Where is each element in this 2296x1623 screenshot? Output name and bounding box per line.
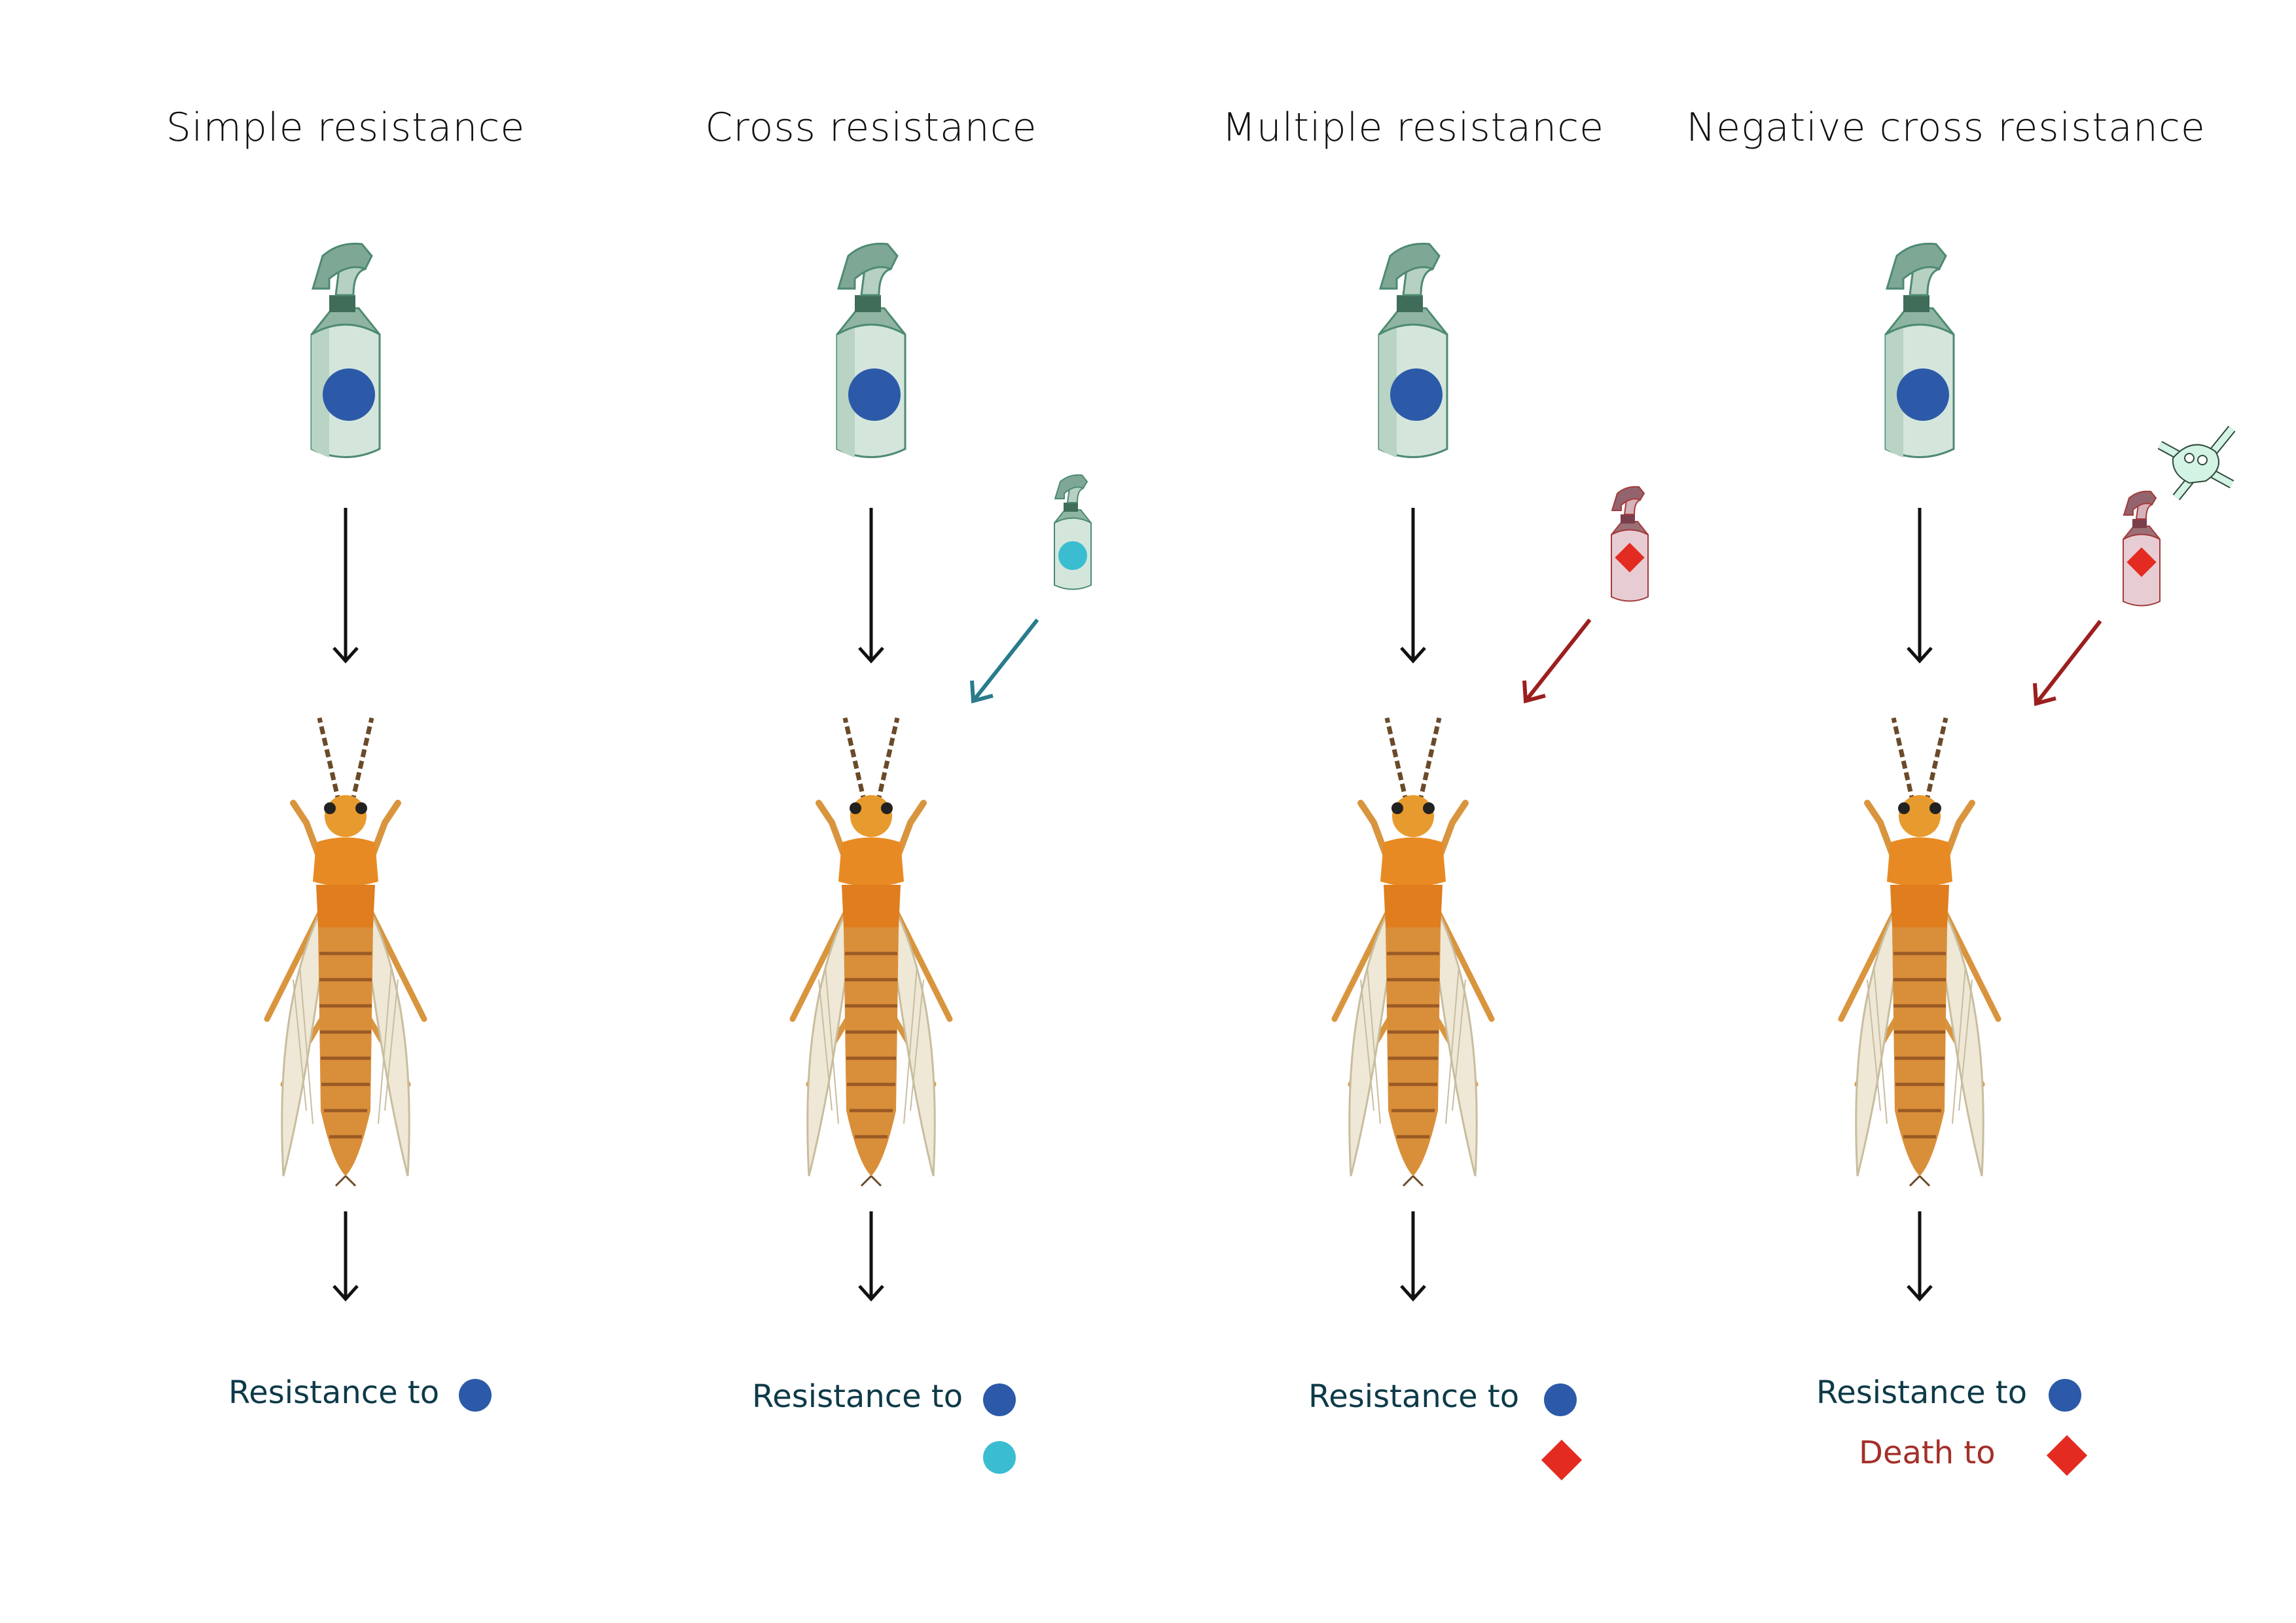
arrow-down-icon (1400, 508, 1426, 664)
insecticide-a-dot (983, 1383, 1016, 1416)
death-label: Death to (1859, 1435, 1996, 1471)
insecticide-c-diamond (1541, 1439, 1583, 1481)
result-label: Resistance to (1308, 1378, 1520, 1415)
result-label: Resistance to (228, 1374, 440, 1411)
result-label: Resistance to (1816, 1374, 2028, 1411)
spray-bottle-small-icon (1054, 474, 1092, 590)
insecticide-a-dot (848, 368, 901, 421)
insecticide-a-dot (459, 1379, 492, 1412)
insecticide-a-dot (1390, 368, 1443, 421)
arrow-down-icon (1907, 1211, 1933, 1302)
insecticide-a-dot (1897, 368, 1949, 421)
insecticide-a-dot (2049, 1379, 2081, 1412)
spray-bottle-icon (836, 242, 906, 459)
skull-crossbones-icon (2157, 425, 2236, 501)
arrow-down-icon (1907, 508, 1933, 664)
spray-bottle-icon (1884, 242, 1955, 459)
column-title-cross: Cross resistance (705, 105, 1037, 151)
insecticide-a-dot (1544, 1383, 1577, 1416)
insecticide-a-dot (323, 368, 375, 421)
column-title-negative-cross: Negative cross resistance (1686, 105, 2206, 151)
thrips-insect-icon (1335, 718, 1492, 1186)
thrips-insect-icon (267, 718, 424, 1186)
spray-bottle-small-icon (2123, 490, 2161, 607)
arrow-down-icon (332, 1211, 359, 1302)
insecticide-c-diamond (2046, 1435, 2088, 1476)
thrips-insect-icon (1841, 718, 1998, 1186)
column-title-multiple: Multiple resistance (1221, 105, 1605, 151)
arrow-down-icon (858, 1211, 884, 1302)
arrow-down-icon (1400, 1211, 1426, 1302)
arrow-diagonal-icon (2033, 620, 2102, 706)
arrow-diagonal-icon (1522, 618, 1592, 704)
thrips-insect-icon (793, 718, 950, 1186)
arrow-down-icon (858, 508, 884, 664)
insecticide-b-dot (983, 1441, 1016, 1474)
arrow-diagonal-icon (970, 618, 1039, 704)
spray-bottle-icon (1378, 242, 1448, 459)
column-title-simple: Simple resistance (166, 105, 526, 151)
spray-bottle-small-icon (1611, 486, 1649, 602)
spray-bottle-icon (310, 242, 381, 459)
result-label: Resistance to (752, 1378, 963, 1415)
arrow-down-icon (332, 508, 359, 664)
